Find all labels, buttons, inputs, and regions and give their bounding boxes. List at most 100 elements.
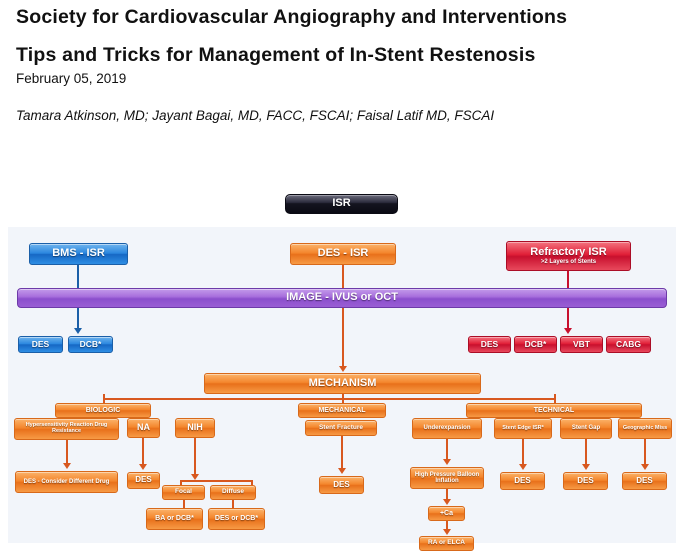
node-refractory-option-des-label: DES [480, 339, 499, 350]
node-calcium-out-label: RA or ELCA [428, 539, 465, 547]
node-refractory-isr-label: Refractory ISR [530, 245, 607, 258]
node-high-pressure[interactable]: High Pressure Balloon Inflation [410, 467, 484, 489]
node-calcium[interactable]: +Ca [428, 506, 465, 521]
node-stent-edge[interactable]: Stent Edge ISR* [494, 418, 552, 439]
node-stent-edge-out-label: DES [514, 475, 531, 485]
node-mechanism-label: MECHANISM [308, 376, 377, 389]
node-refractory-option-des[interactable]: DES [468, 336, 511, 353]
node-bms-option-des[interactable]: DES [18, 336, 63, 353]
arrow-nih-down [190, 474, 199, 480]
node-des-isr[interactable]: DES - ISR [290, 243, 396, 265]
node-mechanism[interactable]: MECHANISM [204, 373, 481, 394]
node-hypersensitivity-label: Hypersensitivity Reaction Drug Resistanc… [25, 422, 108, 434]
slide-header: Society for Cardiovascular Angiography a… [16, 6, 671, 125]
arrow-high-pressure-out [442, 499, 451, 505]
node-stent-gap-out[interactable]: DES [563, 472, 608, 490]
connector-mechanism-drop-center [342, 394, 344, 400]
node-stent-fracture[interactable]: Stent Fracture [305, 420, 377, 436]
node-diffuse-out-label: DES or DCB* [214, 515, 259, 523]
node-na-out[interactable]: DES [127, 472, 160, 489]
node-branch-biologic-label: BIOLOGIC [85, 406, 121, 414]
node-stent-fracture-out-label: DES [333, 479, 350, 489]
connector-bus-to-biologic [103, 398, 105, 403]
node-geographic-miss-label: Geographic Miss [622, 424, 668, 431]
node-focal-out[interactable]: BA or DCB* [146, 508, 203, 530]
connector-focal-out [183, 500, 185, 508]
node-bms-isr[interactable]: BMS - ISR [29, 243, 128, 265]
connector-mechanism-drop-right [554, 394, 556, 400]
node-underexpansion-label: Underexpansion [423, 425, 471, 432]
connector-nih-to-focal [180, 480, 182, 485]
node-nih-focal[interactable]: Focal [162, 485, 205, 500]
node-diffuse-out[interactable]: DES or DCB* [208, 508, 265, 530]
node-refractory-option-vbt-label: VBT [573, 339, 590, 350]
arrow-geographic-miss-out [640, 464, 649, 470]
node-high-pressure-label: High Pressure Balloon Inflation [414, 471, 480, 484]
arrow-image-to-bms-options [73, 328, 82, 334]
node-geographic-miss-out-label: DES [636, 475, 653, 485]
connector-geographic-miss-out [644, 439, 646, 466]
connector-bus-to-mechanical [342, 398, 344, 403]
node-bms-option-des-label: DES [31, 339, 50, 350]
connector-image-to-mechanism [342, 308, 344, 368]
connector-nih-to-diffuse [251, 480, 253, 485]
node-focal-out-label: BA or DCB* [155, 515, 194, 523]
node-nih-diffuse-label: Diffuse [221, 488, 245, 496]
node-refractory-option-cabg[interactable]: CABG [606, 336, 651, 353]
node-image-bar[interactable]: IMAGE - IVUS or OCT [17, 288, 667, 308]
node-refractory-option-vbt[interactable]: VBT [560, 336, 603, 353]
node-geographic-miss[interactable]: Geographic Miss [618, 418, 672, 439]
node-stent-gap[interactable]: Stent Gap [560, 418, 612, 439]
node-branch-mechanical[interactable]: MECHANICAL [298, 403, 386, 418]
arrow-stent-gap-out [581, 464, 590, 470]
connector-des-to-image [342, 265, 344, 288]
connector-nih-down [194, 438, 196, 476]
node-calcium-out[interactable]: RA or ELCA [419, 536, 474, 551]
node-branch-technical-label: TECHNICAL [533, 406, 575, 414]
arrow-calcium-out [442, 529, 451, 535]
node-na[interactable]: NA [127, 418, 160, 438]
arrow-underexpansion-out [442, 459, 451, 465]
node-branch-mechanical-label: MECHANICAL [318, 406, 366, 414]
connector-image-to-refractory-options [567, 308, 569, 330]
node-bms-option-dcb[interactable]: DCB* [68, 336, 113, 353]
node-refractory-option-dcb[interactable]: DCB* [514, 336, 557, 353]
node-bms-option-dcb-label: DCB* [79, 339, 102, 350]
node-branch-technical[interactable]: TECHNICAL [466, 403, 642, 418]
node-stent-fracture-out[interactable]: DES [319, 476, 364, 494]
connector-na-out [142, 438, 144, 466]
page-title: Tips and Tricks for Management of In-Ste… [16, 43, 536, 66]
connector-bms-to-image [77, 265, 79, 288]
node-na-label: NA [137, 422, 150, 433]
node-nih[interactable]: NIH [175, 418, 215, 438]
node-nih-diffuse[interactable]: Diffuse [210, 485, 256, 500]
arrow-image-to-refractory-options [563, 328, 572, 334]
node-nih-focal-label: Focal [175, 488, 192, 496]
node-stent-edge-label: Stent Edge ISR* [502, 424, 544, 431]
connector-mechanism-drop-left [103, 394, 105, 400]
node-calcium-label: +Ca [439, 509, 454, 517]
arrow-image-to-mechanism [338, 366, 347, 372]
connector-stent-gap-out [585, 439, 587, 466]
node-nih-label: NIH [187, 422, 203, 433]
node-isr-label: ISR [332, 197, 351, 210]
connector-stent-edge-out [522, 439, 524, 466]
node-hypersensitivity-out-label: DES - Consider Different Drug [23, 478, 110, 485]
node-branch-biologic[interactable]: BIOLOGIC [55, 403, 151, 418]
node-refractory-isr[interactable]: Refractory ISR >2 Layers of Stents [506, 241, 631, 271]
node-isr[interactable]: ISR [285, 194, 398, 214]
organization-title: Society for Cardiovascular Angiography a… [16, 6, 568, 28]
node-geographic-miss-out[interactable]: DES [622, 472, 667, 490]
node-refractory-isr-sublabel: >2 Layers of Stents [540, 259, 597, 266]
node-hypersensitivity-out[interactable]: DES - Consider Different Drug [15, 471, 118, 493]
node-stent-fracture-label: Stent Fracture [318, 423, 364, 431]
connector-calcium-out [446, 521, 448, 532]
node-underexpansion[interactable]: Underexpansion [412, 418, 482, 439]
connector-underexpansion-out [446, 439, 448, 461]
node-stent-edge-out[interactable]: DES [500, 472, 545, 490]
connector-bus-to-technical [554, 398, 556, 403]
node-stent-gap-out-label: DES [577, 475, 594, 485]
arrow-hypersensitivity-out [62, 463, 71, 469]
node-image-bar-label: IMAGE - IVUS or OCT [286, 291, 398, 304]
node-hypersensitivity[interactable]: Hypersensitivity Reaction Drug Resistanc… [14, 418, 119, 440]
